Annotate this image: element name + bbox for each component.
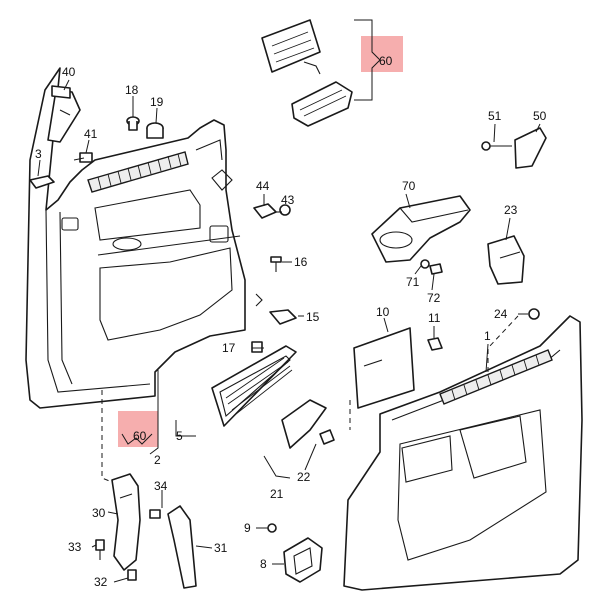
- callout-51: 51: [488, 109, 502, 123]
- screw-32: [127, 569, 137, 581]
- bracket-60-top: [354, 19, 381, 101]
- callouts: 40 18 19 41 3 60 51 50 44 43 70 23 16 71…: [35, 54, 547, 589]
- callout-43: 43: [281, 193, 295, 207]
- callout-70: 70: [402, 179, 416, 193]
- callout-41: 41: [84, 127, 98, 141]
- dashed-guides: [101, 315, 519, 483]
- screw-17: [251, 341, 263, 353]
- callout-34: 34: [154, 479, 168, 493]
- screw-34: [149, 509, 161, 519]
- callout-30: 30: [92, 506, 106, 520]
- callout-71: 71: [406, 275, 420, 289]
- callout-18: 18: [125, 83, 139, 97]
- screw-16: [270, 256, 282, 272]
- callout-5: 5: [176, 429, 183, 443]
- bolt-18: [126, 116, 140, 131]
- callout-72: 72: [427, 291, 441, 305]
- callout-11: 11: [428, 311, 441, 325]
- trim-piece-21-22: [281, 399, 335, 449]
- callout-8: 8: [260, 557, 267, 571]
- cover-10: [353, 327, 415, 409]
- bracket-50: [514, 127, 547, 169]
- upper-trim-assembly-60: [261, 19, 353, 127]
- clip-24: [528, 308, 540, 320]
- right-side-trim-panel: [343, 315, 583, 591]
- screw-41: [73, 152, 93, 163]
- callout-60-bottom: 60: [133, 429, 147, 443]
- callout-21: 21: [270, 487, 284, 501]
- left-side-trim-panel: [25, 67, 246, 409]
- callout-50: 50: [533, 109, 547, 123]
- right-panel-grille: [439, 349, 553, 405]
- bracket-40: [47, 85, 81, 143]
- nut-19: [146, 122, 164, 139]
- bolt-51: [481, 141, 512, 151]
- screw-33: [95, 539, 105, 560]
- callout-24: 24: [494, 307, 508, 321]
- fastener-44-43: [253, 203, 291, 219]
- callout-1: 1: [484, 329, 491, 343]
- highlight-box-bottom: [118, 411, 158, 447]
- pillar-trim-30: [111, 473, 141, 571]
- callout-2: 2: [154, 453, 161, 467]
- callout-23: 23: [504, 203, 518, 217]
- trim-cap-23: [487, 235, 525, 285]
- clip-71-72: [420, 259, 443, 275]
- left-panel-grille: [87, 151, 189, 193]
- callout-32: 32: [94, 575, 108, 589]
- callout-16: 16: [294, 255, 308, 269]
- callout-17: 17: [222, 341, 236, 355]
- callout-19: 19: [150, 95, 164, 109]
- callout-40: 40: [62, 65, 76, 79]
- callout-60-top: 60: [379, 54, 393, 68]
- highlight-box-top: [361, 36, 403, 72]
- lamp-8: [283, 537, 323, 583]
- screw-9: [267, 523, 277, 533]
- clip-15: [255, 293, 297, 325]
- cupholder-70: [371, 195, 471, 263]
- callout-3: 3: [35, 147, 42, 161]
- callout-44: 44: [256, 179, 270, 193]
- pillar-trim-31: [167, 505, 197, 589]
- callout-31: 31: [214, 541, 228, 555]
- callout-10: 10: [376, 305, 390, 319]
- callout-9: 9: [244, 521, 251, 535]
- callout-33: 33: [68, 540, 82, 554]
- callout-22: 22: [297, 470, 311, 484]
- storage-net-5: [211, 345, 297, 427]
- clip-11: [427, 337, 443, 351]
- clip-3: [29, 175, 55, 189]
- callout-15: 15: [306, 310, 320, 324]
